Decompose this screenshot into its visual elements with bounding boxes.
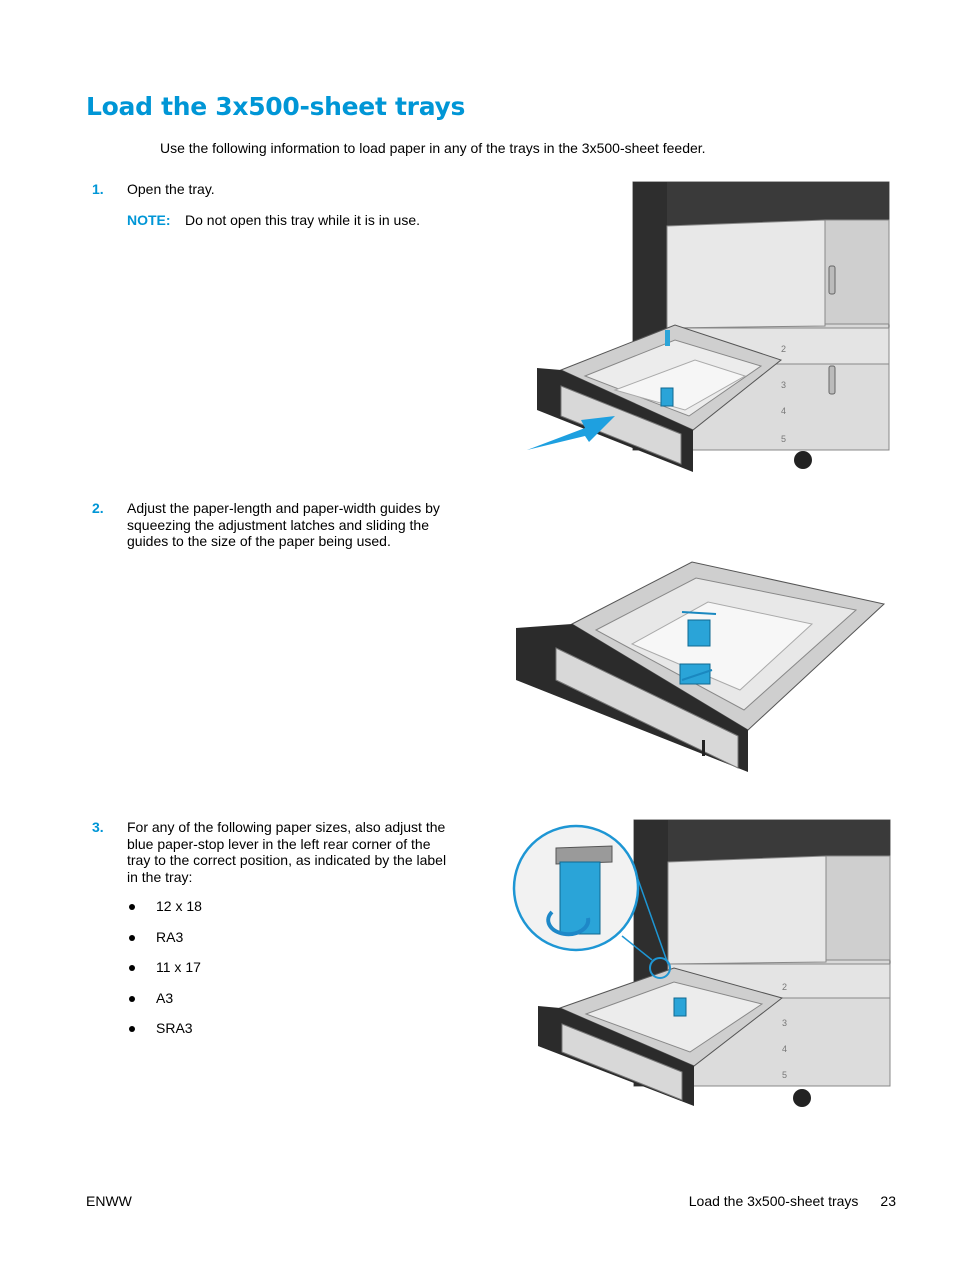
- step-1-number: 1.: [92, 181, 104, 197]
- list-item: A3: [127, 990, 202, 1021]
- footer-right: Load the 3x500-sheet trays 23: [689, 1193, 896, 1209]
- note-text: Do not open this tray while it is in use…: [185, 212, 421, 228]
- page-number: 23: [880, 1193, 896, 1209]
- step-3-number: 3.: [92, 819, 104, 835]
- page-title: Load the 3x500-sheet trays: [86, 92, 466, 121]
- footer-section: Load the 3x500-sheet trays: [688, 1193, 859, 1209]
- paper-size-list: 12 x 18 RA3 11 x 17 A3 SRA3: [127, 898, 202, 1051]
- tray-number-label: 4: [782, 1044, 787, 1054]
- tray-number-label: 5: [782, 1070, 787, 1080]
- tray-number-label: 3: [781, 380, 786, 390]
- list-item: 12 x 18: [127, 898, 202, 929]
- intro-text: Use the following information to load pa…: [160, 140, 706, 156]
- list-item: SRA3: [127, 1020, 202, 1051]
- tray-number-label: 5: [781, 434, 786, 444]
- adjust-guides-illustration: [516, 561, 886, 772]
- paper-stop-lever-illustration: 2 3 4 5: [512, 819, 891, 1107]
- step-3-text: For any of the following paper sizes, al…: [127, 819, 447, 885]
- open-tray-illustration: 2 3 4 5: [527, 181, 890, 472]
- tray-number-label: 2: [781, 344, 786, 354]
- tray-number-label: 2: [782, 982, 787, 992]
- tray-number-label: 3: [782, 1018, 787, 1028]
- list-item: RA3: [127, 929, 202, 960]
- note-label: NOTE:: [127, 212, 171, 228]
- step-2-number: 2.: [92, 500, 104, 516]
- step-2-text: Adjust the paper-length and paper-width …: [127, 500, 440, 549]
- list-item: 11 x 17: [127, 959, 202, 990]
- tray-number-label: 4: [781, 406, 786, 416]
- footer-left: ENWW: [86, 1193, 132, 1209]
- step-1-text: Open the tray.: [127, 181, 215, 197]
